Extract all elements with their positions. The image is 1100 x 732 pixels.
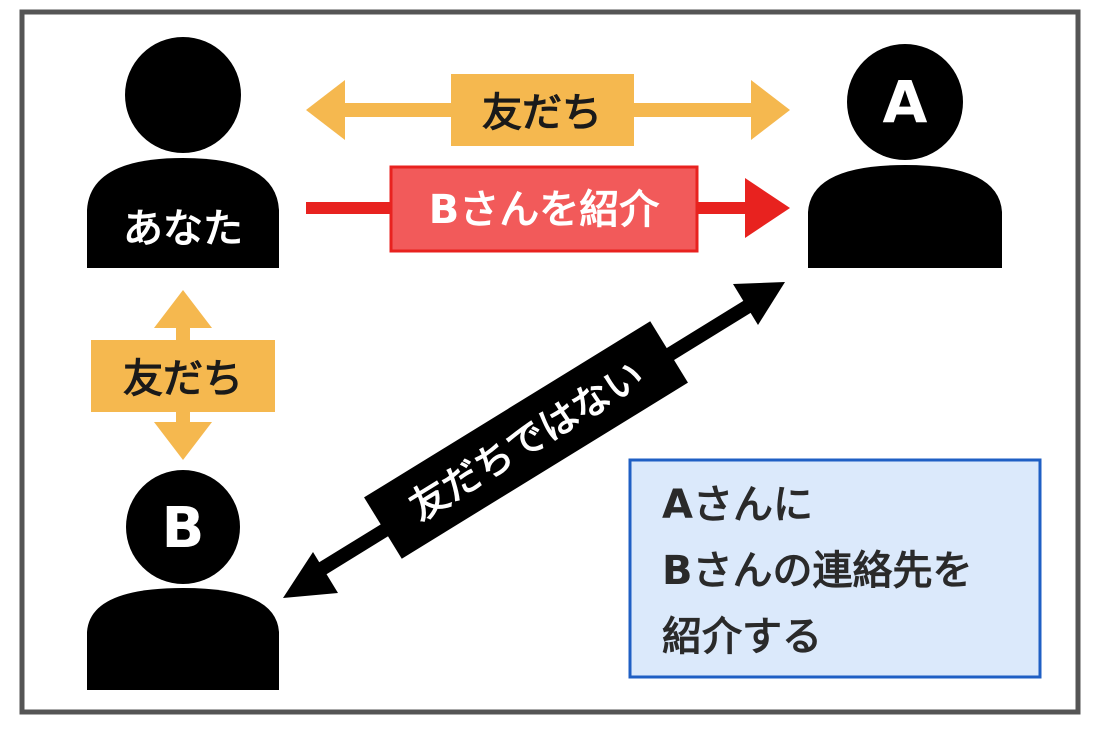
not-friends-arrow <box>283 282 785 598</box>
person-a-label: A <box>883 68 928 136</box>
note-line-2: Bさんの連絡先を <box>662 548 973 594</box>
note-line-1: Aさんに <box>662 482 813 528</box>
person-b-label: B <box>162 496 205 561</box>
note-line-3: 紹介する <box>662 614 822 660</box>
friends-arrow-you-a <box>306 74 790 146</box>
person-b-icon <box>87 470 279 690</box>
person-you-label: あなた <box>123 206 243 252</box>
friends-label-you-b: 友だち <box>123 356 243 402</box>
friends-label-you-a: 友だち <box>482 90 602 136</box>
introduce-arrow <box>306 165 790 253</box>
friends-arrow-you-b <box>91 290 275 460</box>
introduce-label: Bさんを紹介 <box>429 187 660 233</box>
note-box <box>628 458 1042 679</box>
person-you-icon <box>87 37 279 268</box>
person-a-icon <box>808 44 1002 268</box>
